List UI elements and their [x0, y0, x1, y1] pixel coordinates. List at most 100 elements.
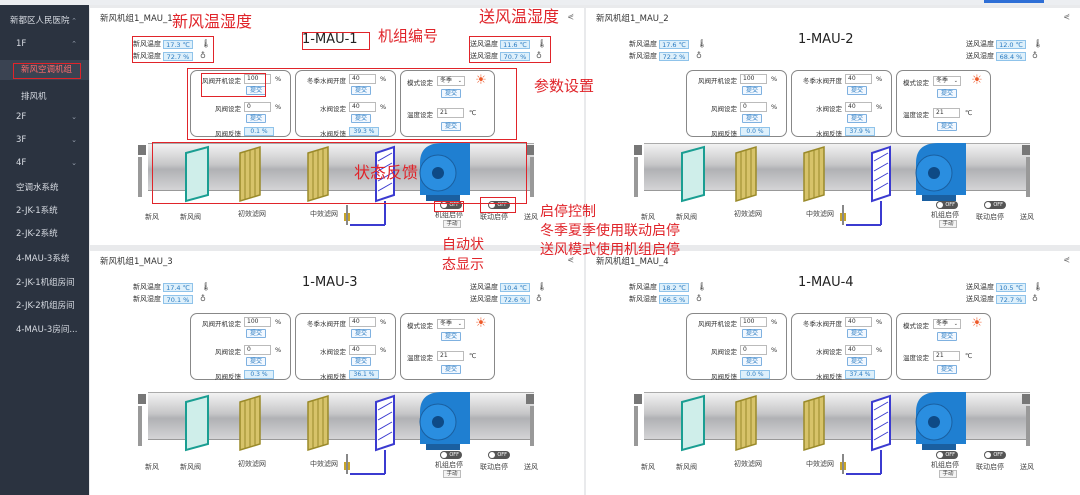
fresh-air-caption: 新风 [145, 463, 159, 471]
mode-select[interactable]: 冬季⌄ [437, 76, 465, 86]
submit-button[interactable]: 提交 [246, 357, 266, 366]
sidebar-item[interactable]: 1F⌃ [0, 34, 89, 54]
start-stop-toggle[interactable]: OFF [440, 201, 462, 209]
mode-select[interactable]: 冬季⌄ [933, 76, 961, 86]
annotation-start-stop-3: 送风模式使用机组启停 [540, 242, 680, 258]
temp-set-input[interactable]: 21 [933, 108, 960, 118]
submit-button[interactable]: 提交 [847, 86, 867, 95]
medium-filter-caption: 中效滤网 [806, 210, 834, 218]
sidebar-item[interactable]: 新风空调机组 [0, 60, 89, 80]
water-winter-input[interactable]: 40 [845, 317, 872, 327]
start-stop-toggle[interactable]: OFF [440, 451, 462, 459]
fresh-air-damper-icon [185, 394, 209, 452]
share-icon[interactable]: ⋞ [567, 12, 574, 21]
damper-set-input[interactable]: 0 [740, 345, 767, 355]
water-set-input[interactable]: 40 [845, 345, 872, 355]
supply-hum-value: 70.7 % [500, 51, 530, 61]
thermometer-icon: 🌡 [697, 39, 708, 48]
fresh-air-caption: 新风 [145, 213, 159, 221]
humidity-icon: ♁ [536, 51, 542, 60]
sidebar-item[interactable]: 2F⌄ [0, 107, 89, 127]
temp-set-input[interactable]: 21 [933, 351, 960, 361]
link-start-toggle[interactable]: OFF [984, 451, 1006, 459]
water-winter-input[interactable]: 40 [845, 74, 872, 84]
submit-button[interactable]: 提交 [351, 357, 371, 366]
sidebar-item[interactable]: 新都区人民医院⌃ [0, 11, 89, 31]
submit-button[interactable]: 提交 [742, 329, 762, 338]
submit-button[interactable]: 提交 [742, 86, 762, 95]
share-icon[interactable]: ⋞ [1063, 12, 1070, 21]
start-stop-caption: 机组启停 [931, 461, 959, 469]
sidebar-item[interactable]: 2-JK-2系统 [0, 224, 89, 244]
primary-filter-icon [239, 145, 261, 203]
water-set-input[interactable]: 40 [349, 102, 376, 112]
link-start-toggle[interactable]: OFF [984, 201, 1006, 209]
submit-button[interactable]: 提交 [351, 86, 371, 95]
sidebar-item[interactable]: 2-JK-1机组房间 [0, 273, 89, 293]
share-icon[interactable]: ⋞ [1063, 255, 1070, 264]
temp-set-input[interactable]: 21 [437, 351, 464, 361]
water-winter-input[interactable]: 40 [349, 317, 376, 327]
submit-button[interactable]: 提交 [937, 365, 957, 374]
submit-button[interactable]: 提交 [742, 114, 762, 123]
submit-button[interactable]: 提交 [351, 114, 371, 123]
submit-button[interactable]: 提交 [441, 89, 461, 98]
mode-value: 冬季 [936, 320, 949, 327]
water-set-input[interactable]: 40 [845, 102, 872, 112]
start-stop-toggle[interactable]: OFF [936, 451, 958, 459]
water-set-label: 水阀设定 [816, 105, 842, 113]
damper-fb-label: 风阀反馈 [215, 373, 241, 381]
submit-button[interactable]: 提交 [847, 329, 867, 338]
submit-button[interactable]: 提交 [246, 329, 266, 338]
sidebar-item[interactable]: 空调水系统 [0, 178, 89, 198]
water-set-input[interactable]: 40 [349, 345, 376, 355]
submit-button[interactable]: 提交 [441, 332, 461, 341]
duct-diagram [138, 143, 534, 226]
submit-button[interactable]: 提交 [937, 89, 957, 98]
annotation-params: 参数设置 [534, 77, 595, 95]
submit-button[interactable]: 提交 [742, 357, 762, 366]
sidebar-item[interactable]: 排风机 [0, 87, 89, 107]
temp-set-input[interactable]: 21 [437, 108, 464, 118]
duct-endcap-icon [634, 145, 1030, 197]
submit-button[interactable]: 提交 [937, 332, 957, 341]
start-stop-toggle[interactable]: OFF [936, 201, 958, 209]
submit-button[interactable]: 提交 [351, 329, 371, 338]
damper-set-input[interactable]: 0 [740, 102, 767, 112]
sidebar-item-label: 4-MAU-3系统 [16, 254, 70, 264]
humidity-icon: ♁ [200, 294, 206, 303]
link-start-toggle[interactable]: OFF [488, 451, 510, 459]
fresh-temp-value: 17.6 ℃ [659, 39, 689, 49]
submit-button[interactable]: 提交 [441, 122, 461, 131]
damper-set-input[interactable]: 0 [244, 345, 271, 355]
percent-unit: % [275, 318, 282, 326]
link-start-toggle[interactable]: OFF [488, 201, 510, 209]
sidebar-item[interactable]: 2-JK-2机组房间 [0, 296, 89, 316]
sidebar-item[interactable]: 3F⌄ [0, 130, 89, 150]
water-winter-input[interactable]: 40 [349, 74, 376, 84]
sidebar-item[interactable]: 2-JK-1系统 [0, 201, 89, 221]
submit-button[interactable]: 提交 [246, 114, 266, 123]
damper-open-input[interactable]: 100 [244, 74, 271, 84]
submit-button[interactable]: 提交 [847, 114, 867, 123]
submit-button[interactable]: 提交 [937, 122, 957, 131]
damper-open-input[interactable]: 100 [740, 317, 767, 327]
damper-open-input[interactable]: 100 [740, 74, 767, 84]
mode-select[interactable]: 冬季⌄ [933, 319, 961, 329]
submit-button[interactable]: 提交 [847, 357, 867, 366]
submit-button[interactable]: 提交 [441, 365, 461, 374]
sidebar-item[interactable]: 4-MAU-3房间... [0, 320, 89, 340]
sidebar-item[interactable]: 4-MAU-3系统 [0, 249, 89, 269]
share-icon[interactable]: ⋞ [567, 255, 574, 264]
damper-set-input[interactable]: 0 [244, 102, 271, 112]
sidebar-item[interactable]: 4F⌄ [0, 153, 89, 173]
panel-title: 新风机组1_MAU_4 [596, 257, 669, 267]
damper-open-input[interactable]: 100 [244, 317, 271, 327]
sidebar-item-label: 3F [16, 135, 27, 145]
mode-select[interactable]: 冬季⌄ [437, 319, 465, 329]
